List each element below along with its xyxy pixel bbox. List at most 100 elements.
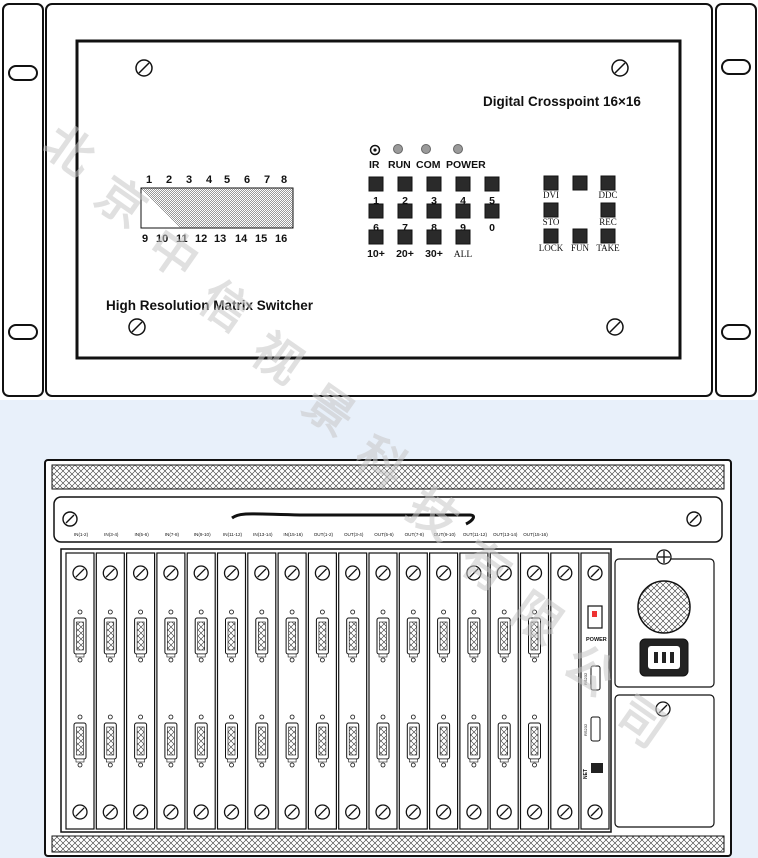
dvi-port-icon[interactable]: [225, 714, 238, 768]
net-label: NET: [583, 769, 589, 779]
keypad-button[interactable]: 4: [455, 176, 471, 207]
fan-icon: [637, 580, 691, 634]
run-led-icon: [393, 144, 403, 154]
handle: [231, 512, 475, 526]
dvi-port-icon[interactable]: [467, 714, 481, 768]
function-button[interactable]: DDC: [598, 175, 618, 200]
dvi-port-icon[interactable]: [134, 714, 148, 768]
function-button[interactable]: DVI: [543, 175, 559, 200]
dvi-port-icon[interactable]: [315, 714, 329, 768]
function-button[interactable]: REC: [599, 202, 617, 227]
keypad-button-label: 5: [489, 195, 495, 207]
left-rack-ear: [2, 3, 44, 397]
com-led-icon: [421, 144, 431, 154]
screw-icon: [557, 804, 573, 820]
input-number-bottom: 9: [142, 233, 148, 245]
keypad-button[interactable]: 3: [426, 176, 442, 207]
screw-icon: [587, 565, 603, 581]
serial-port-1[interactable]: [590, 665, 601, 691]
screw-icon: [223, 565, 240, 581]
function-button-label: DVI: [543, 190, 559, 200]
card-label: IN(1-2): [74, 532, 89, 537]
dvi-port-icon[interactable]: [376, 714, 390, 768]
dvi-port-icon[interactable]: [285, 609, 299, 663]
keypad-button[interactable]: 20+: [396, 229, 414, 260]
keypad-button-label: 3: [431, 195, 437, 207]
keypad-button[interactable]: 7: [397, 203, 413, 234]
dvi-port-icon[interactable]: [194, 609, 208, 663]
dvi-port-icon[interactable]: [225, 609, 238, 663]
screw-icon: [223, 804, 240, 820]
io-card: [65, 552, 95, 830]
io-card: [519, 552, 550, 830]
screw-icon: [132, 804, 149, 820]
card-label: OUT(7-8): [405, 532, 425, 537]
dvi-port-icon[interactable]: [73, 609, 87, 663]
keypad-button[interactable]: 10+: [367, 229, 385, 260]
keypad-button[interactable]: 6: [368, 203, 384, 234]
dvi-port-icon[interactable]: [406, 714, 420, 768]
dvi-port-icon[interactable]: [134, 609, 148, 663]
dvi-port-icon[interactable]: [528, 609, 541, 663]
control-card: POWER RS232 RS232 NET: [580, 552, 610, 830]
indicator-label-ir: IR: [369, 159, 380, 171]
dvi-port-icon[interactable]: [406, 609, 420, 663]
screw-icon: [132, 565, 149, 581]
dvi-port-icon[interactable]: [437, 714, 451, 768]
dvi-port-icon[interactable]: [103, 714, 117, 768]
serial-port-2[interactable]: [590, 716, 601, 742]
keypad-button-label: 10+: [367, 248, 385, 260]
keypad-button[interactable]: ALL: [454, 229, 473, 260]
io-card: [429, 552, 459, 830]
keypad-button[interactable]: 30+: [425, 229, 443, 260]
dvi-port-icon[interactable]: [467, 609, 481, 663]
screw-icon: [526, 804, 543, 820]
keypad-button[interactable]: 5: [484, 176, 500, 207]
dvi-port-icon[interactable]: [497, 714, 511, 768]
dvi-port-icon[interactable]: [315, 609, 329, 663]
dvi-port-icon[interactable]: [255, 609, 269, 663]
screw-icon: [435, 565, 452, 581]
card-label: IN(7-8): [165, 532, 180, 537]
keypad-button[interactable]: 8: [426, 203, 442, 234]
function-button[interactable]: LOCK: [539, 228, 564, 253]
card-labels: IN(1-2)IN(3-4)IN(5-6)IN(7-8)IN(9-10)IN(1…: [74, 532, 548, 537]
dvi-port-icon[interactable]: [103, 609, 117, 663]
screw-icon: [254, 804, 270, 820]
keypad-button[interactable]: 9: [455, 203, 471, 234]
power-switch-label: POWER: [586, 637, 607, 643]
function-button[interactable]: [572, 175, 588, 191]
dvi-port-icon[interactable]: [346, 714, 360, 768]
function-button[interactable]: FUN: [571, 228, 590, 253]
function-button[interactable]: TAKE: [596, 228, 620, 253]
keypad-button[interactable]: 1: [368, 176, 384, 207]
dvi-port-icon[interactable]: [73, 714, 87, 768]
keypad-button[interactable]: 2: [397, 176, 413, 207]
keypad-button[interactable]: 0: [484, 203, 500, 234]
indicator-label-power: POWER: [446, 159, 486, 171]
dvi-port-icon[interactable]: [528, 714, 541, 768]
function-button-label: REC: [599, 217, 617, 227]
screw-icon: [496, 565, 512, 581]
dvi-port-icon[interactable]: [194, 714, 208, 768]
function-button-label: LOCK: [539, 243, 564, 253]
screw-icon: [102, 565, 118, 581]
dvi-port-icon[interactable]: [437, 609, 451, 663]
serial-label-1: RS232: [583, 672, 588, 685]
dvi-port-icon[interactable]: [255, 714, 269, 768]
dvi-port-icon[interactable]: [497, 609, 511, 663]
function-button-label: DDC: [598, 190, 617, 200]
network-port[interactable]: [591, 763, 603, 773]
dvi-port-icon[interactable]: [285, 714, 299, 768]
power-led-icon: [453, 144, 463, 154]
dvi-port-icon[interactable]: [346, 609, 360, 663]
dvi-port-icon[interactable]: [164, 609, 178, 663]
function-button[interactable]: STO: [543, 202, 560, 227]
screw-icon: [193, 565, 209, 581]
card-label: IN(15-16): [283, 532, 303, 537]
dvi-port-icon[interactable]: [376, 609, 390, 663]
dvi-port-icon[interactable]: [164, 714, 178, 768]
screw-icon: [284, 565, 300, 581]
